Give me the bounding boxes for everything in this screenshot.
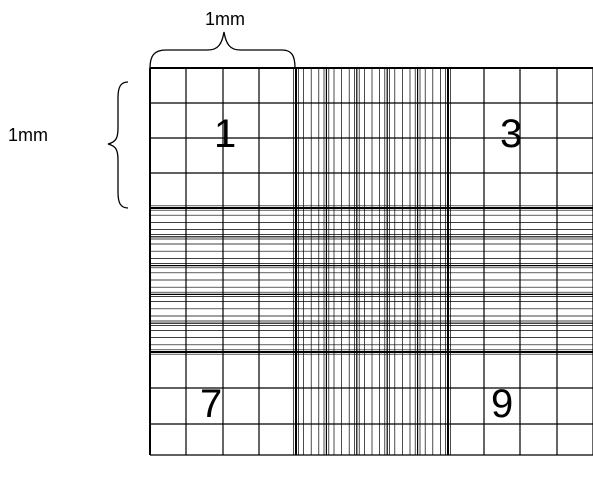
square-label-3: 3 xyxy=(500,112,523,156)
square-border-lines xyxy=(149,67,593,455)
square-label-7: 7 xyxy=(200,382,223,426)
left-brace xyxy=(107,81,129,209)
top-dimension-label: 1mm xyxy=(205,9,245,29)
square-label-9: 9 xyxy=(491,382,514,426)
square-label-1: 1 xyxy=(214,112,237,156)
top-brace xyxy=(149,31,296,69)
left-dimension-label: 1mm xyxy=(8,125,48,145)
fine-grid-lines xyxy=(150,68,593,455)
